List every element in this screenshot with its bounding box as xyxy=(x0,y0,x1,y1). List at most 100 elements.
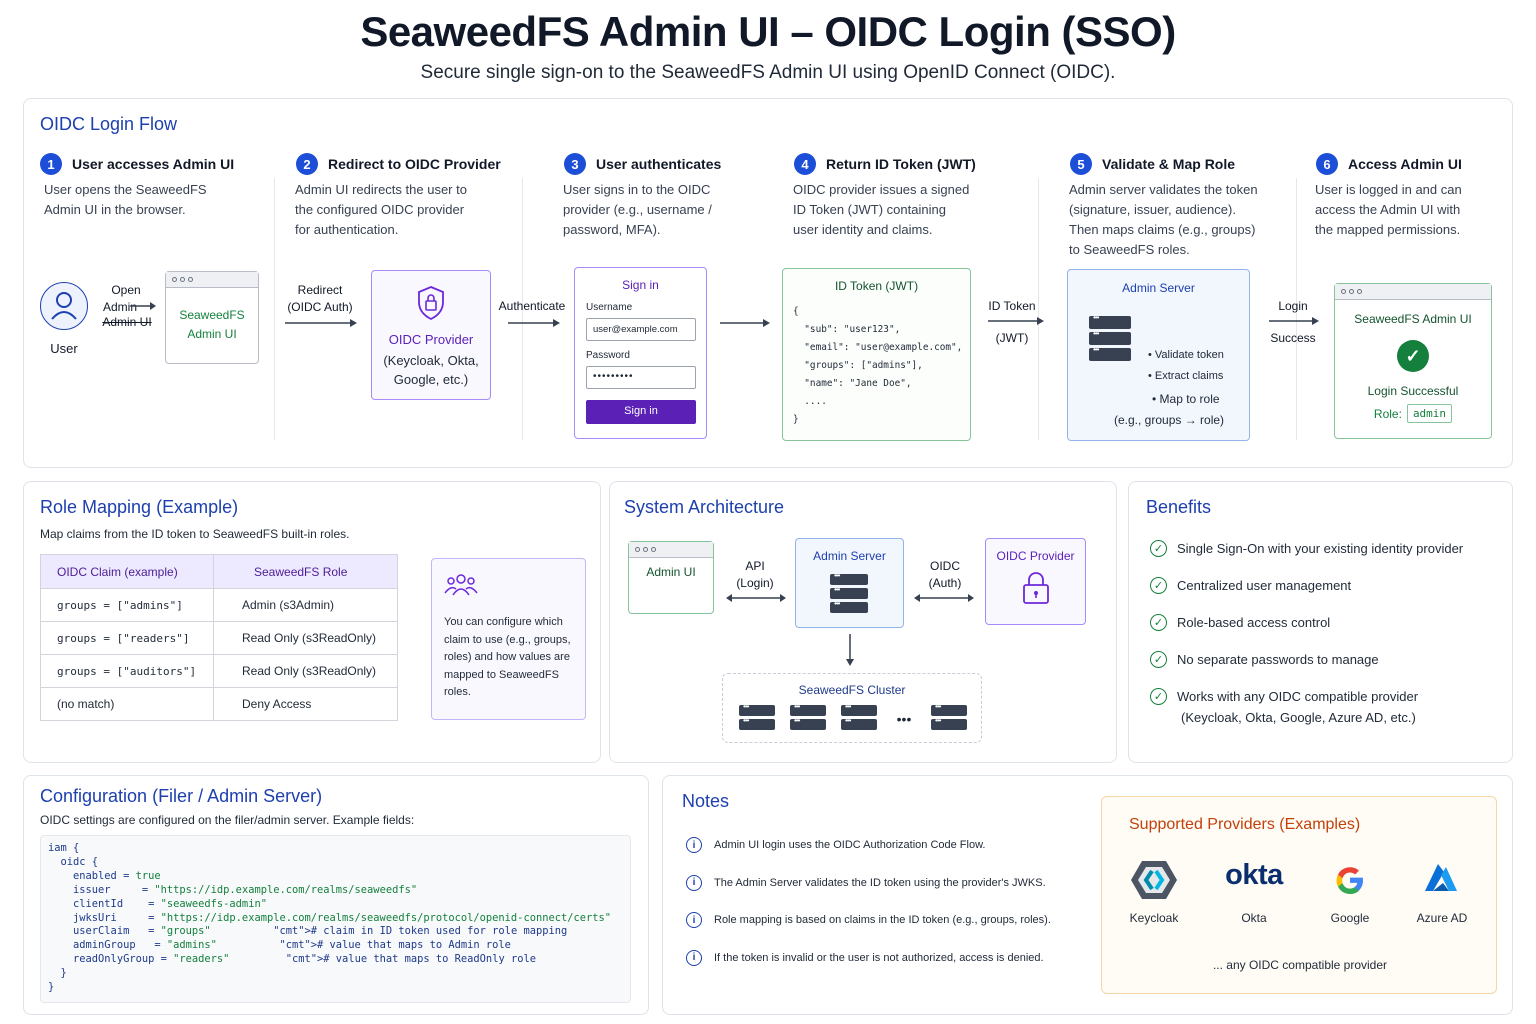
arrow-down-icon xyxy=(846,634,854,666)
benefit-item: ✓Works with any OIDC compatible provider xyxy=(1150,686,1418,708)
role-cell: Read Only (s3ReadOnly) xyxy=(213,654,398,688)
double-arrow-icon xyxy=(726,594,786,602)
check-icon: ✓ xyxy=(1150,614,1167,631)
page-subtitle: Secure single sign-on to the SeaweedFS A… xyxy=(420,62,1116,83)
benefit-text: No separate passwords to manage xyxy=(1177,652,1379,667)
table-row: groups = ["readers"]Read Only (s3ReadOnl… xyxy=(40,621,398,655)
step-description: password, MFA). xyxy=(563,222,661,237)
step-description: (signature, issuer, audience). xyxy=(1069,202,1236,217)
role-label: Role: xyxy=(1373,406,1402,421)
step-description: Admin UI in the browser. xyxy=(44,202,186,217)
server-icon xyxy=(739,702,775,733)
providers-footer: ... any OIDC compatible provider xyxy=(1212,958,1388,972)
cluster-label: SeaweedFS Cluster xyxy=(798,683,906,697)
user-label: User xyxy=(50,341,78,356)
step-number: 4 xyxy=(794,153,816,175)
callout-line: roles) and how values are xyxy=(444,651,570,663)
step-description: access the Admin UI with xyxy=(1315,202,1461,217)
info-icon: i xyxy=(686,837,702,853)
admin-server-item: • Validate token xyxy=(1148,349,1224,361)
info-icon: i xyxy=(686,949,702,966)
note-text: Admin UI login uses the OIDC Authorizati… xyxy=(714,839,986,851)
role-mapping-table: OIDC Claim (example) SeaweedFS Role grou… xyxy=(40,554,398,721)
redirect-label: Redirect xyxy=(297,283,343,297)
check-icon: ✓ xyxy=(1150,540,1167,557)
step-number: 6 xyxy=(1316,153,1338,175)
step-description: for authentication. xyxy=(295,222,399,237)
jwt-line: "email": "user@example.com", xyxy=(793,342,963,353)
open-label: Admin xyxy=(102,300,137,314)
server-icon xyxy=(830,571,903,613)
divider xyxy=(522,178,523,440)
benefit-item: ✓Role-based access control xyxy=(1150,612,1330,634)
note-text: If the token is invalid or the user is n… xyxy=(714,951,1044,964)
arrow-icon xyxy=(130,302,156,310)
callout-line: mapped to SeaweedFS xyxy=(444,668,559,681)
step-number: 2 xyxy=(296,153,318,175)
login-label: Login xyxy=(1278,299,1308,313)
jwt-line: "groups": ["admins"], xyxy=(793,360,923,371)
success-title: SeaweedFS Admin UI xyxy=(1354,312,1472,326)
google-logo-icon xyxy=(1336,867,1363,894)
username-label: Username xyxy=(586,302,633,313)
table-header: OIDC Claim (example) xyxy=(40,554,214,589)
note-text: The Admin Server validates the ID token … xyxy=(714,876,1046,889)
jwt-content: { "sub": "user123", "email": "user@examp… xyxy=(793,303,970,429)
server-icon xyxy=(1089,313,1131,364)
arch-admin-server: Admin Server xyxy=(795,538,904,628)
claim-cell: groups = ["admins"] xyxy=(40,588,214,622)
server-icon xyxy=(931,702,967,733)
page-title: SeaweedFS Admin UI – OIDC Login (SSO) xyxy=(360,8,1176,55)
idtoken-label: (JWT) xyxy=(995,331,1029,345)
okta-logo-icon: okta xyxy=(1225,859,1283,891)
seaweedfs-cluster: SeaweedFS Cluster ••• xyxy=(722,673,982,743)
step-description: provider (e.g., username / xyxy=(563,202,712,217)
benefit-item: ✓ Single Sign-On with your existing ident… xyxy=(1150,538,1463,560)
authenticate-label: Authenticate xyxy=(498,299,566,313)
arch-admin-ui: Admin UI xyxy=(628,541,714,614)
oidc-auth-label: (Auth) xyxy=(928,576,962,590)
redirect-label: (OIDC Auth) xyxy=(287,300,353,314)
step-title: Return ID Token (JWT) xyxy=(826,156,976,172)
provider-sub: Google, etc.) xyxy=(393,372,469,387)
oidc-provider-box: OIDC Provider (Keycloak, Okta, Google, e… xyxy=(371,270,491,400)
admin-ui-window: SeaweedFS Admin UI xyxy=(165,271,259,364)
signin-button[interactable]: Sign in xyxy=(586,400,696,424)
arrow-icon xyxy=(720,319,770,327)
step-description: User is logged in and can xyxy=(1315,182,1462,197)
step-title: User authenticates xyxy=(596,156,722,172)
oidc-flow-panel xyxy=(23,98,1513,468)
server-icon xyxy=(841,702,877,733)
jwt-line: { xyxy=(793,306,799,317)
step-description: OIDC provider issues a signed xyxy=(793,182,970,197)
code-block xyxy=(40,835,631,1003)
users-icon xyxy=(444,574,478,596)
notes-title: Notes xyxy=(682,791,730,811)
claim-cell: groups = ["auditors"] xyxy=(40,654,214,688)
step-description: to SeaweedFS roles. xyxy=(1069,242,1190,257)
check-circle-icon: ✓ xyxy=(1397,340,1429,372)
step-header: 6 Access Admin UI xyxy=(1316,153,1462,175)
api-label: API xyxy=(745,559,765,573)
benefit-text: Single Sign-On with your existing identi… xyxy=(1177,541,1464,556)
info-icon: i xyxy=(686,912,702,928)
api-label: (Login) xyxy=(736,576,774,590)
step-title: Access Admin UI xyxy=(1348,156,1462,172)
lock-icon xyxy=(1023,572,1049,604)
providers-title: Supported Providers (Examples) xyxy=(1129,816,1361,833)
username-input[interactable]: user@example.com xyxy=(586,318,696,341)
provider-name: Google xyxy=(1330,911,1370,925)
table-row: groups = ["auditors"]Read Only (s3ReadOn… xyxy=(40,654,398,688)
step-title: User accesses Admin UI xyxy=(72,156,235,172)
step-description: User opens the SeaweedFS xyxy=(44,182,207,197)
password-input[interactable]: ••••••••• xyxy=(586,366,696,389)
role-mapping-desc: Map claims from the ID token to SeaweedF… xyxy=(40,527,350,541)
benefit-item: ✓Centralized user management xyxy=(1150,575,1351,597)
step-number: 1 xyxy=(40,153,62,175)
